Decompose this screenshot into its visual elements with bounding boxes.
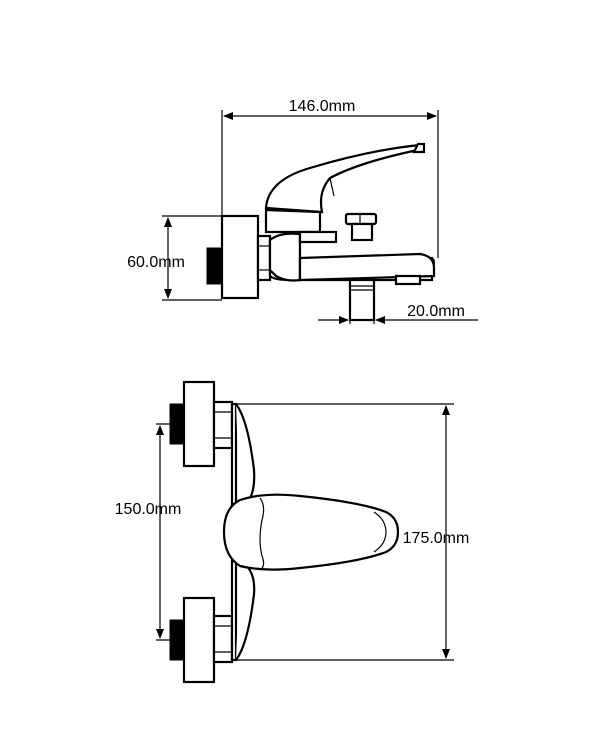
dim-label-60: 60.0mm xyxy=(127,254,185,271)
spout xyxy=(298,252,436,286)
dimension-20: 20.0mm xyxy=(318,300,478,324)
top-view: 150.0mm 175.0mm xyxy=(115,380,470,684)
side-view: 146.0mm xyxy=(127,98,478,324)
dim-label-175: 175.0mm xyxy=(403,530,470,547)
shower-outlet xyxy=(348,278,376,322)
dim-label-146: 146.0mm xyxy=(289,98,356,115)
hex-connector xyxy=(256,234,272,282)
lever-top xyxy=(222,493,400,571)
wall-flange xyxy=(206,214,260,300)
dimension-150: 150.0mm xyxy=(115,423,184,641)
dimension-146: 146.0mm xyxy=(221,98,439,258)
dimension-60: 60.0mm xyxy=(127,215,222,301)
dimension-175: 175.0mm xyxy=(403,405,470,659)
diverter-knob xyxy=(344,212,378,242)
lower-flange xyxy=(169,596,234,684)
dim-label-20: 20.0mm xyxy=(407,303,465,320)
dim-label-150: 150.0mm xyxy=(115,501,182,518)
lever-handle xyxy=(264,142,426,214)
